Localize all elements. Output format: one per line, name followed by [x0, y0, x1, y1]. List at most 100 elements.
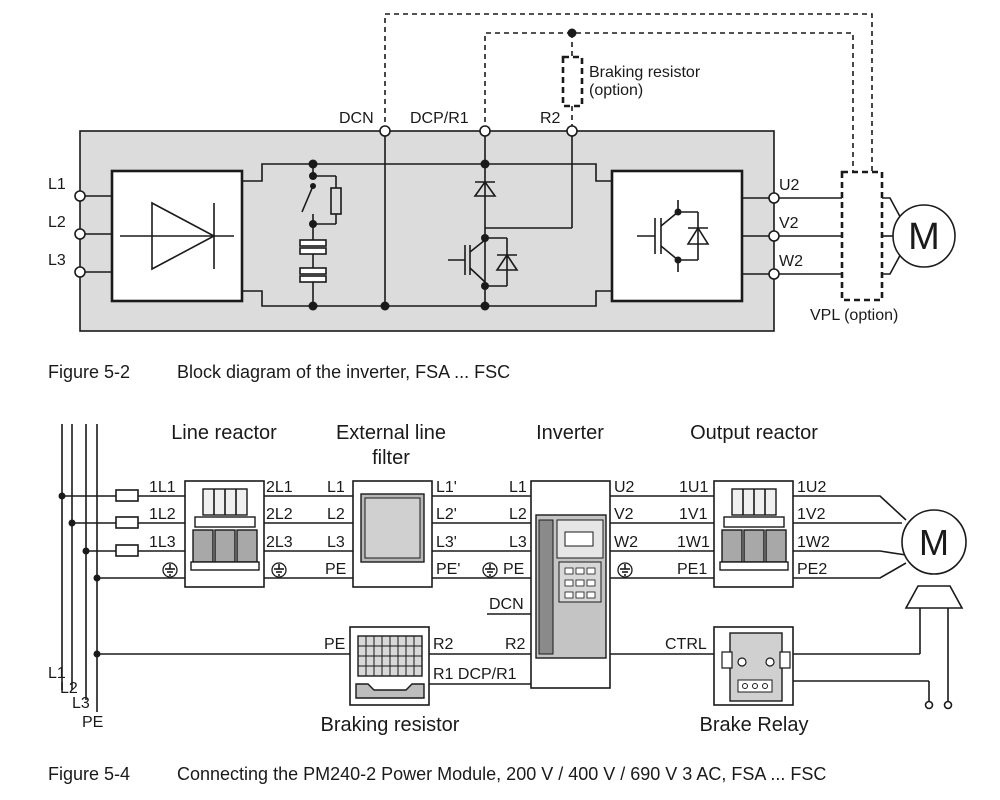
precharge-capacitor-group	[299, 164, 342, 306]
terminal-dcn	[379, 125, 391, 137]
input-l1-label: L1	[48, 176, 66, 193]
r2-label: R2	[540, 110, 561, 127]
supply-l2-label: L2	[60, 680, 78, 697]
filter-l3p-label: L3'	[436, 534, 457, 551]
braking-resistor-label: Braking resistor	[589, 64, 701, 81]
braking-resistor-caption: Braking resistor	[321, 714, 460, 736]
figure-5-2-number: Figure 5-2	[48, 362, 130, 382]
figure-5-4: Line reactor External line filter Invert…	[48, 422, 967, 784]
filter-l1p-label: L1'	[436, 479, 457, 496]
motor-label: M	[908, 216, 940, 258]
header-inverter: Inverter	[536, 422, 604, 444]
output-u2-label: U2	[779, 177, 800, 194]
inv-l2-label: L2	[509, 506, 527, 523]
fuse-l1	[115, 489, 139, 502]
dcp-r1-label: DCP/R1	[410, 110, 469, 127]
terminal-u2	[768, 192, 780, 204]
line-reactor-device	[184, 480, 265, 588]
terminal-l3	[74, 266, 86, 278]
motor-symbol	[901, 509, 967, 575]
inv-dcn-label: DCN	[489, 596, 524, 613]
figure-5-2: Braking resistor (option) DCN DCP/R1 R2 …	[48, 13, 956, 382]
ground-icon	[617, 562, 633, 578]
br-pe-label: PE	[324, 636, 345, 653]
filter-l1-label: L1	[327, 479, 345, 496]
inv-pe-label: PE	[503, 561, 524, 578]
terminal-l2	[74, 228, 86, 240]
igbt-symbol	[637, 200, 710, 272]
filter-l2p-label: L2'	[436, 506, 457, 523]
fuse-l3	[115, 544, 139, 557]
br-r2-label: R2	[433, 636, 454, 653]
inv-l1-label: L1	[509, 479, 527, 496]
inv-v2-label: V2	[614, 506, 634, 523]
header-output-reactor: Output reactor	[690, 422, 818, 444]
inv-l3-label: L3	[509, 534, 527, 551]
motor-brake-symbol	[904, 585, 964, 609]
lr-1l3-label: 1L3	[149, 534, 176, 551]
terminal-l1	[74, 190, 86, 202]
or-pe2-label: PE2	[797, 561, 827, 578]
inverter-igbt-block	[610, 169, 744, 303]
inv-u2-label: U2	[614, 479, 635, 496]
vpl-option-box	[840, 170, 884, 302]
or-1v2-label: 1V2	[797, 506, 826, 523]
filter-l3-label: L3	[327, 534, 345, 551]
braking-resistor-option-symbol	[561, 55, 584, 108]
inv-w2-label: W2	[614, 534, 638, 551]
filter-pe-label: PE	[325, 561, 346, 578]
ground-icon	[482, 562, 498, 578]
dcp-dashed-link	[484, 32, 854, 172]
terminal-v2	[768, 230, 780, 242]
supply-pe-label: PE	[82, 714, 103, 731]
terminal-brake-a	[924, 700, 934, 710]
rectifier-diode-symbol	[151, 201, 216, 271]
brake-relay-ctrl-label: CTRL	[665, 636, 707, 653]
output-w2-label: W2	[779, 253, 803, 270]
terminal-dcp-r1	[479, 125, 491, 137]
filter-l2-label: L2	[327, 506, 345, 523]
lr-1l2-label: 1L2	[149, 506, 176, 523]
header-line-reactor: Line reactor	[171, 422, 277, 444]
terminal-r2	[566, 125, 578, 137]
or-1w2-label: 1W2	[797, 534, 830, 551]
terminal-w2	[768, 268, 780, 280]
lr-2l3-label: 2L3	[266, 534, 293, 551]
fuse-l2	[115, 516, 139, 529]
inv-r1-dcp-label: R1 DCP/R1	[433, 666, 517, 683]
braking-chopper-group	[448, 125, 578, 306]
or-1u1-label: 1U1	[679, 479, 708, 496]
header-external-line-filter: External line	[336, 422, 446, 444]
supply-l1-label: L1	[48, 665, 66, 682]
lr-2l1-label: 2L1	[266, 479, 293, 496]
lr-2l2-label: 2L2	[266, 506, 293, 523]
brake-relay-caption: Brake Relay	[700, 714, 809, 736]
braking-resistor-device	[349, 626, 430, 706]
dcn-label: DCN	[339, 110, 374, 127]
terminal-brake-b	[943, 700, 953, 710]
braking-resistor-option-label: (option)	[589, 82, 643, 99]
figure-5-4-number: Figure 5-4	[48, 764, 130, 784]
output-v2-label: V2	[779, 215, 799, 232]
figure-5-2-caption: Block diagram of the inverter, FSA ... F…	[177, 362, 510, 382]
lr-1l1-label: 1L1	[149, 479, 176, 496]
ground-icon	[162, 562, 178, 578]
brake-relay-device	[713, 626, 794, 706]
filter-pep-label: PE'	[436, 561, 460, 578]
ground-icon	[271, 562, 287, 578]
output-reactor-device	[713, 480, 794, 588]
header-filter: filter	[372, 447, 410, 469]
motor-label: M	[919, 522, 949, 563]
supply-l3-label: L3	[72, 695, 90, 712]
or-pe1-label: PE1	[677, 561, 707, 578]
or-1u2-label: 1U2	[797, 479, 826, 496]
vpl-option-label: VPL (option)	[810, 307, 898, 324]
figure-5-4-caption: Connecting the PM240-2 Power Module, 200…	[177, 764, 826, 784]
or-1v1-label: 1V1	[679, 506, 708, 523]
motor-symbol	[892, 204, 956, 268]
input-l3-label: L3	[48, 252, 66, 269]
or-1w1-label: 1W1	[677, 534, 710, 551]
dcn-dashed-link	[384, 13, 873, 172]
inverter-device	[530, 480, 611, 689]
inv-r2-label: R2	[505, 636, 526, 653]
